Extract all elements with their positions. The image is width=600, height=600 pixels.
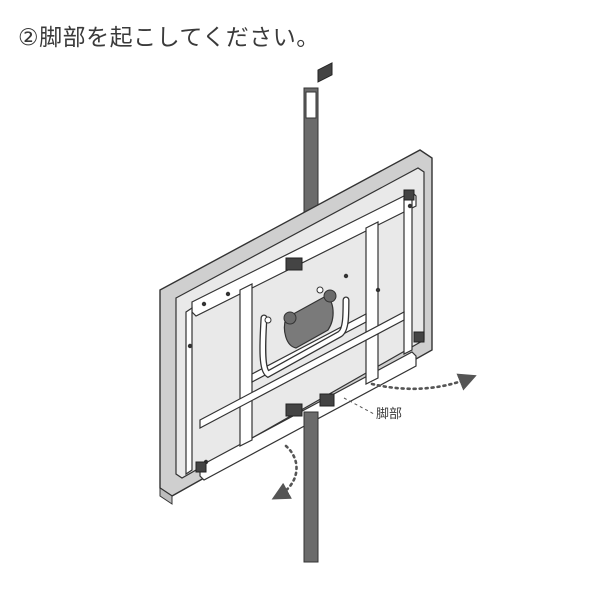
- rotation-arrows: [271, 373, 477, 500]
- strap-lower: [303, 411, 319, 563]
- leg-callout: 脚部: [343, 397, 402, 422]
- strap-clips: [195, 62, 425, 473]
- instruction-text: ②脚部を起こしてください。: [18, 18, 320, 52]
- step-marker: ②: [18, 25, 40, 51]
- callout-label: 脚部: [376, 406, 402, 422]
- carry-handle: [259, 286, 350, 379]
- strap-upper: [303, 87, 319, 237]
- instruction-body: 脚部を起こしてください。: [39, 25, 320, 51]
